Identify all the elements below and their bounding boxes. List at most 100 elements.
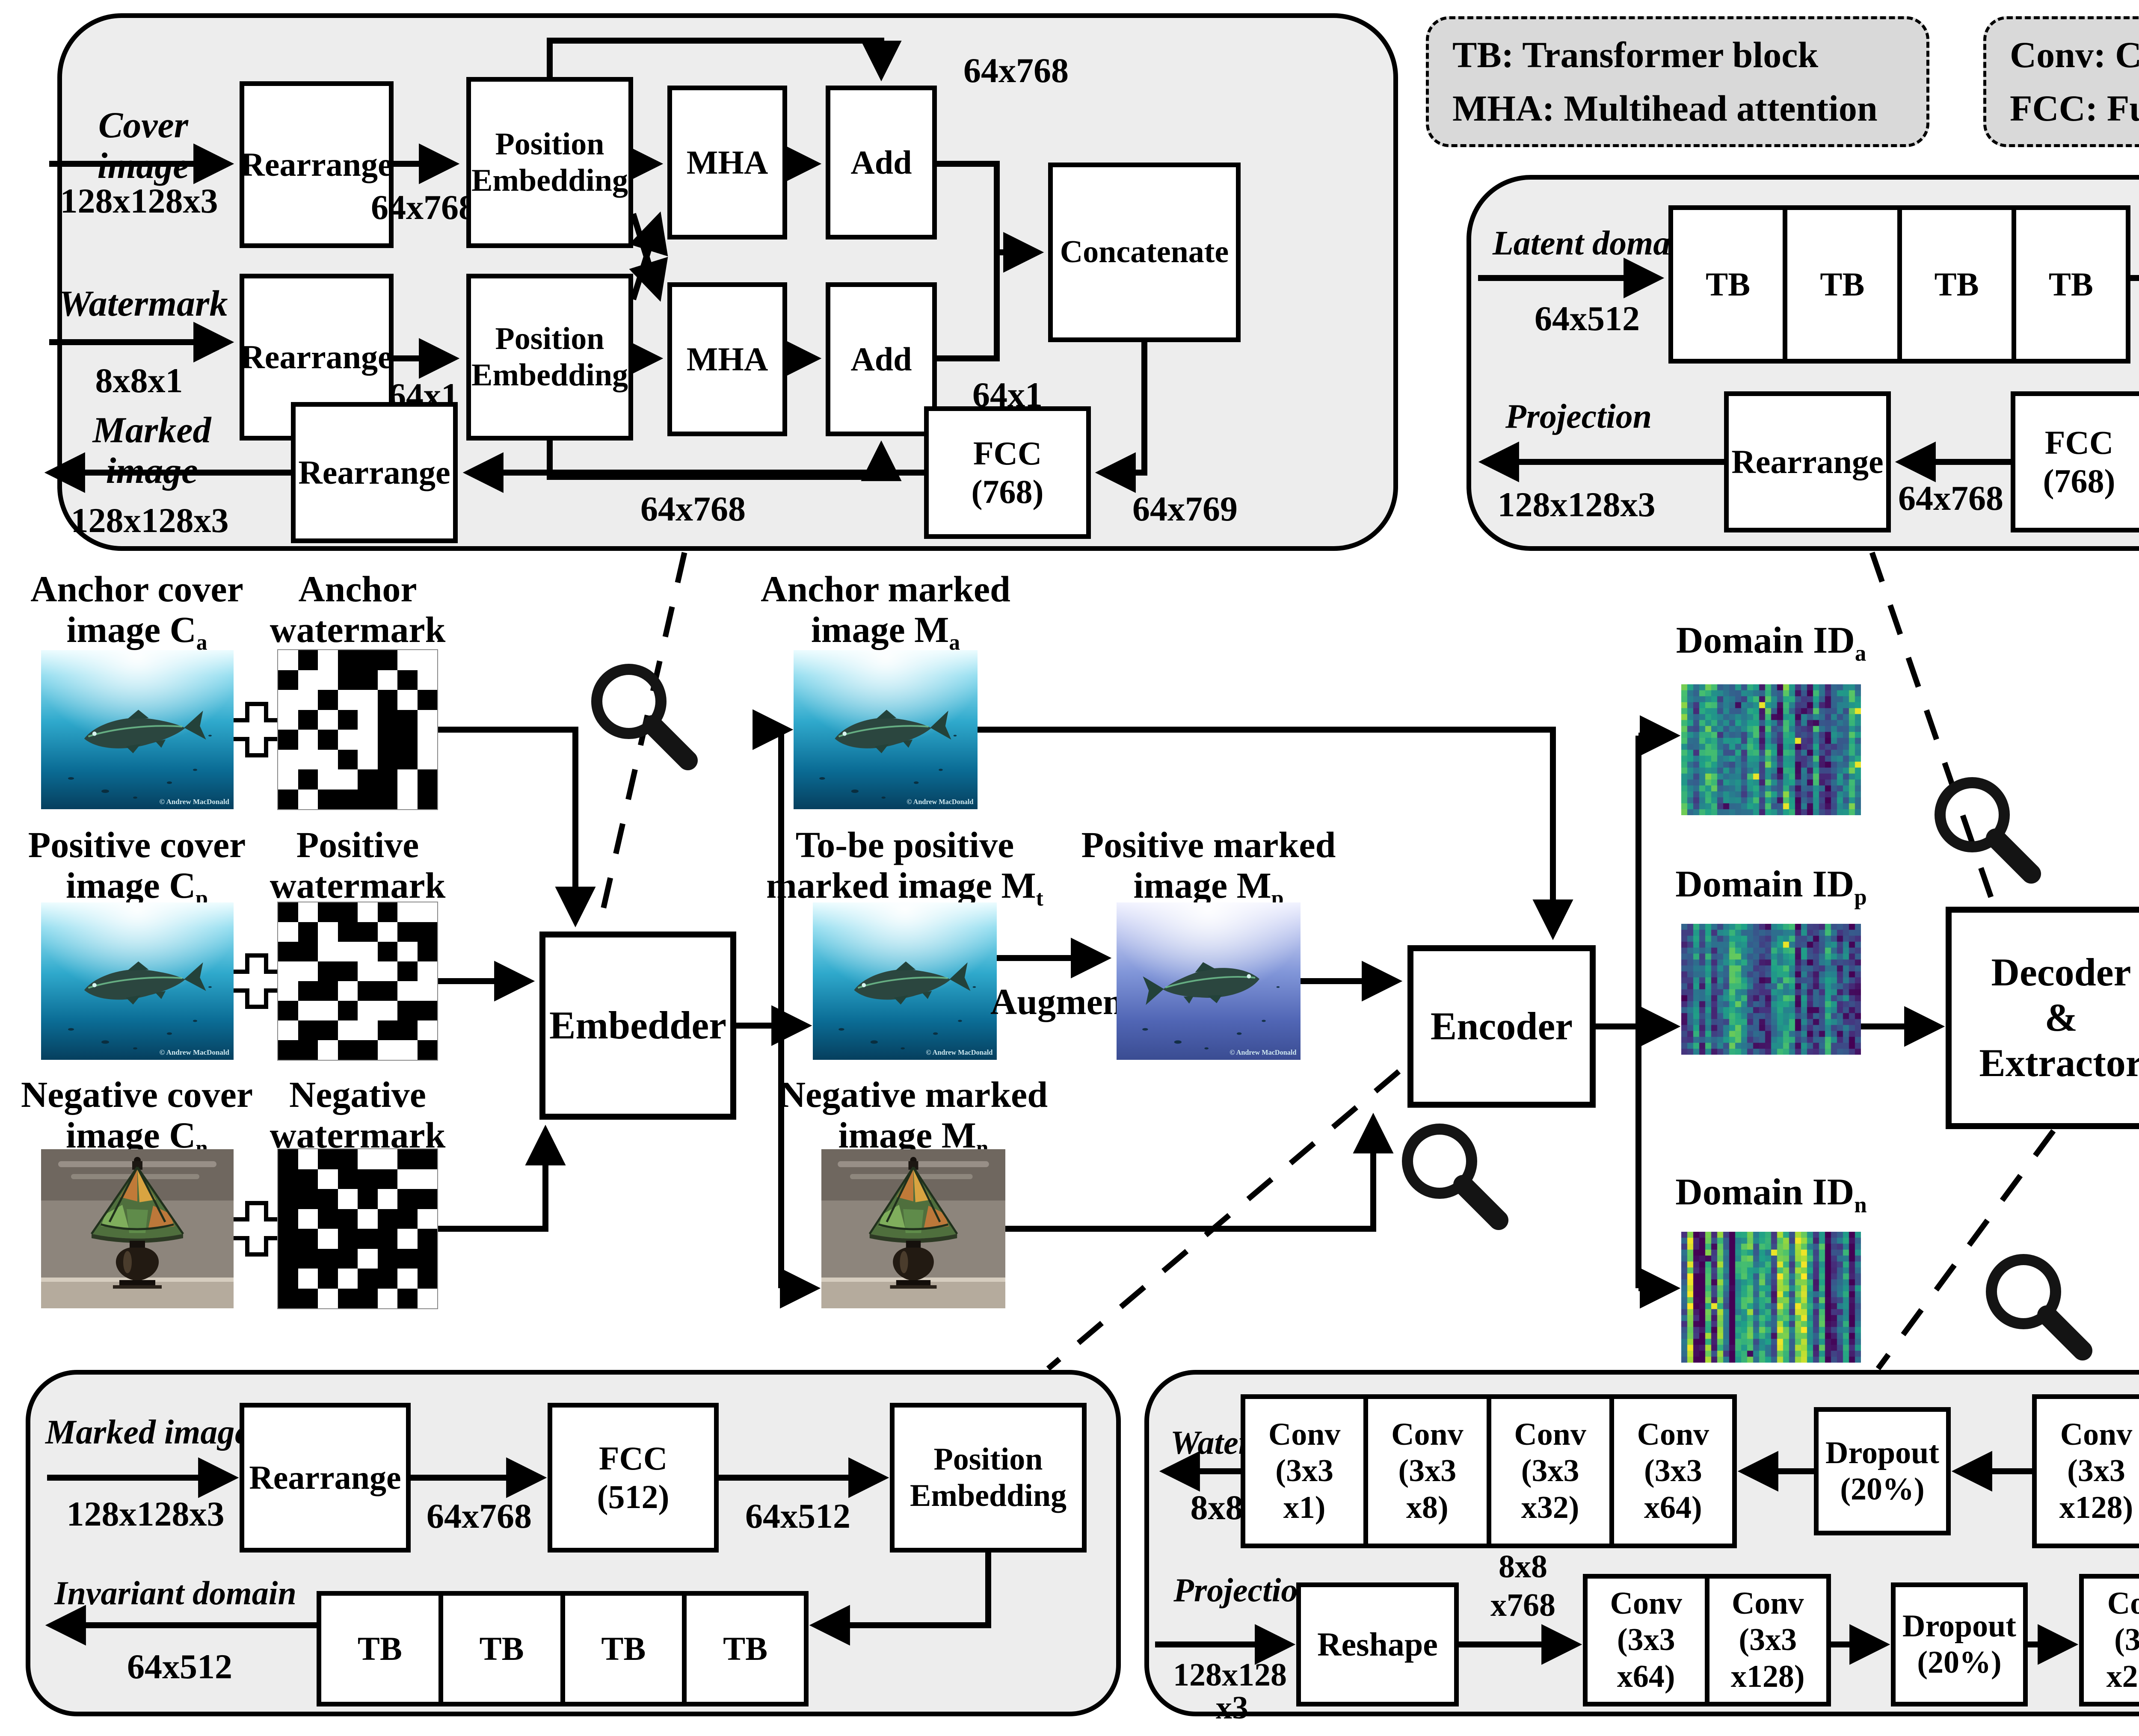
encoder-out-trunk — [1596, 736, 1641, 1288]
watermark-cell — [278, 749, 298, 769]
watermark-cell — [397, 690, 418, 710]
watermark-cell — [278, 1269, 298, 1289]
embedder-out-trunk — [736, 730, 784, 1288]
watermark-cell — [377, 1020, 397, 1040]
watermark-cell — [397, 1020, 418, 1040]
watermark-cell — [397, 1248, 418, 1269]
fcc768-box: FCC(768) — [924, 406, 1091, 539]
watermark-cell — [397, 670, 418, 690]
watermark-cell — [377, 1169, 397, 1189]
legend-conv-fcc: Conv: Convolutional layer FCC: Fully con… — [1983, 16, 2139, 147]
positive-cover-photo: © Andrew MacDonald — [41, 902, 234, 1060]
tobe-positive-marked-photo: © Andrew MacDonald — [813, 902, 997, 1060]
anchor-cover-photo: © Andrew MacDonald — [41, 650, 234, 809]
dashed-projector-detail-link — [1869, 551, 1997, 906]
watermark-cell — [318, 730, 338, 750]
rearrange1-box: Rearrange — [240, 81, 394, 248]
tb-block: TB — [560, 1596, 682, 1702]
latent-domain-label: Latent domain — [1492, 225, 1699, 262]
underwater-scene: © Andrew MacDonald — [41, 650, 234, 809]
watermark-cell — [318, 1209, 338, 1229]
watermark-cell — [358, 749, 378, 769]
mha1-box: MHA — [667, 86, 787, 240]
watermark-cell — [417, 670, 437, 690]
watermark-cell — [278, 1169, 298, 1189]
lamp-base — [890, 1241, 937, 1289]
watermark-cell — [358, 1288, 378, 1308]
legend-mha-line: MHA: Multihead attention — [1452, 88, 1878, 129]
watermark-cell — [338, 650, 358, 670]
domain-id-n-label: Domain IDn — [1675, 1171, 1867, 1218]
watermark-cell — [377, 1149, 397, 1169]
watermark-cell — [397, 1001, 418, 1020]
watermark-cell — [298, 749, 318, 769]
anchor-watermark-grid — [277, 649, 438, 810]
decoder-extractor-box: Decoder&Extractor — [1946, 907, 2139, 1129]
watermark-cell — [318, 942, 338, 961]
tb-block: TB — [682, 1596, 804, 1702]
watermark-cell — [318, 1020, 338, 1040]
watermark-cell — [278, 1288, 298, 1308]
plus-icon-anchor — [229, 702, 284, 757]
watermark-cell — [318, 1040, 338, 1060]
watermark-cell — [278, 1229, 298, 1249]
watermark-cell — [278, 981, 298, 1001]
watermark-cell — [417, 1248, 437, 1269]
watermark-cell — [377, 1288, 397, 1308]
dashed-encoder-detail-link — [1046, 1069, 1401, 1371]
watermark-cell — [397, 922, 418, 942]
rearrange3-box: Rearrange — [291, 402, 458, 543]
negative-marked-photo — [821, 1149, 1005, 1308]
watermark-cell — [417, 1269, 437, 1289]
fish-silhouette — [1143, 962, 1259, 1005]
watermark-cell — [298, 1001, 318, 1020]
add2-out — [937, 252, 1000, 361]
embedder-box: Embedder — [539, 932, 736, 1120]
watermark-cell — [358, 1189, 378, 1209]
watermark-cell — [377, 749, 397, 769]
lamp-base — [113, 1241, 162, 1289]
watermark-cell — [377, 1040, 397, 1060]
cover-dim-label: 128x128x3 — [60, 181, 218, 220]
lamp-shade — [90, 1157, 184, 1243]
watermark-cell — [278, 1001, 298, 1020]
watermark-cell — [318, 1248, 338, 1269]
watermark-cell — [397, 710, 418, 730]
watermark-cell — [298, 961, 318, 981]
watermark-cell — [318, 1229, 338, 1249]
plus-icon-negative — [229, 1201, 284, 1257]
photo-credit: © Andrew MacDonald — [159, 798, 229, 806]
wn-to-embedder — [437, 1124, 566, 1232]
watermark-cell — [278, 902, 298, 922]
watermark-cell — [397, 1269, 418, 1289]
add1-dim-label: 64x768 — [963, 51, 1069, 90]
rearrange-proj-box: Rearrange — [1724, 391, 1891, 532]
dec-projection-dim1: 128x128 — [1173, 1657, 1287, 1693]
cover-tokens-label: 64x768 — [371, 188, 476, 227]
watermark-cell — [278, 1149, 298, 1169]
watermark-cell — [358, 942, 378, 961]
watermark-cell — [377, 690, 397, 710]
enc-fcc512-box: FCC(512) — [548, 1403, 719, 1553]
floating-specks — [838, 986, 976, 1050]
watermark-cell — [417, 749, 437, 769]
tb-block: TB — [357, 1630, 402, 1668]
watermark-cell — [278, 670, 298, 690]
watermark-cell — [318, 902, 338, 922]
watermark-cell — [397, 749, 418, 769]
watermark-cell — [298, 670, 318, 690]
watermark-cell — [377, 710, 397, 730]
dec-projection-dim2: x3 — [1216, 1690, 1248, 1726]
floating-specks — [68, 735, 212, 799]
watermark-cell — [318, 1149, 338, 1169]
photo-credit: © Andrew MacDonald — [907, 798, 974, 806]
dec-dropout1-box: Dropout(20%) — [1814, 1407, 1951, 1535]
floating-specks — [1142, 986, 1280, 1050]
